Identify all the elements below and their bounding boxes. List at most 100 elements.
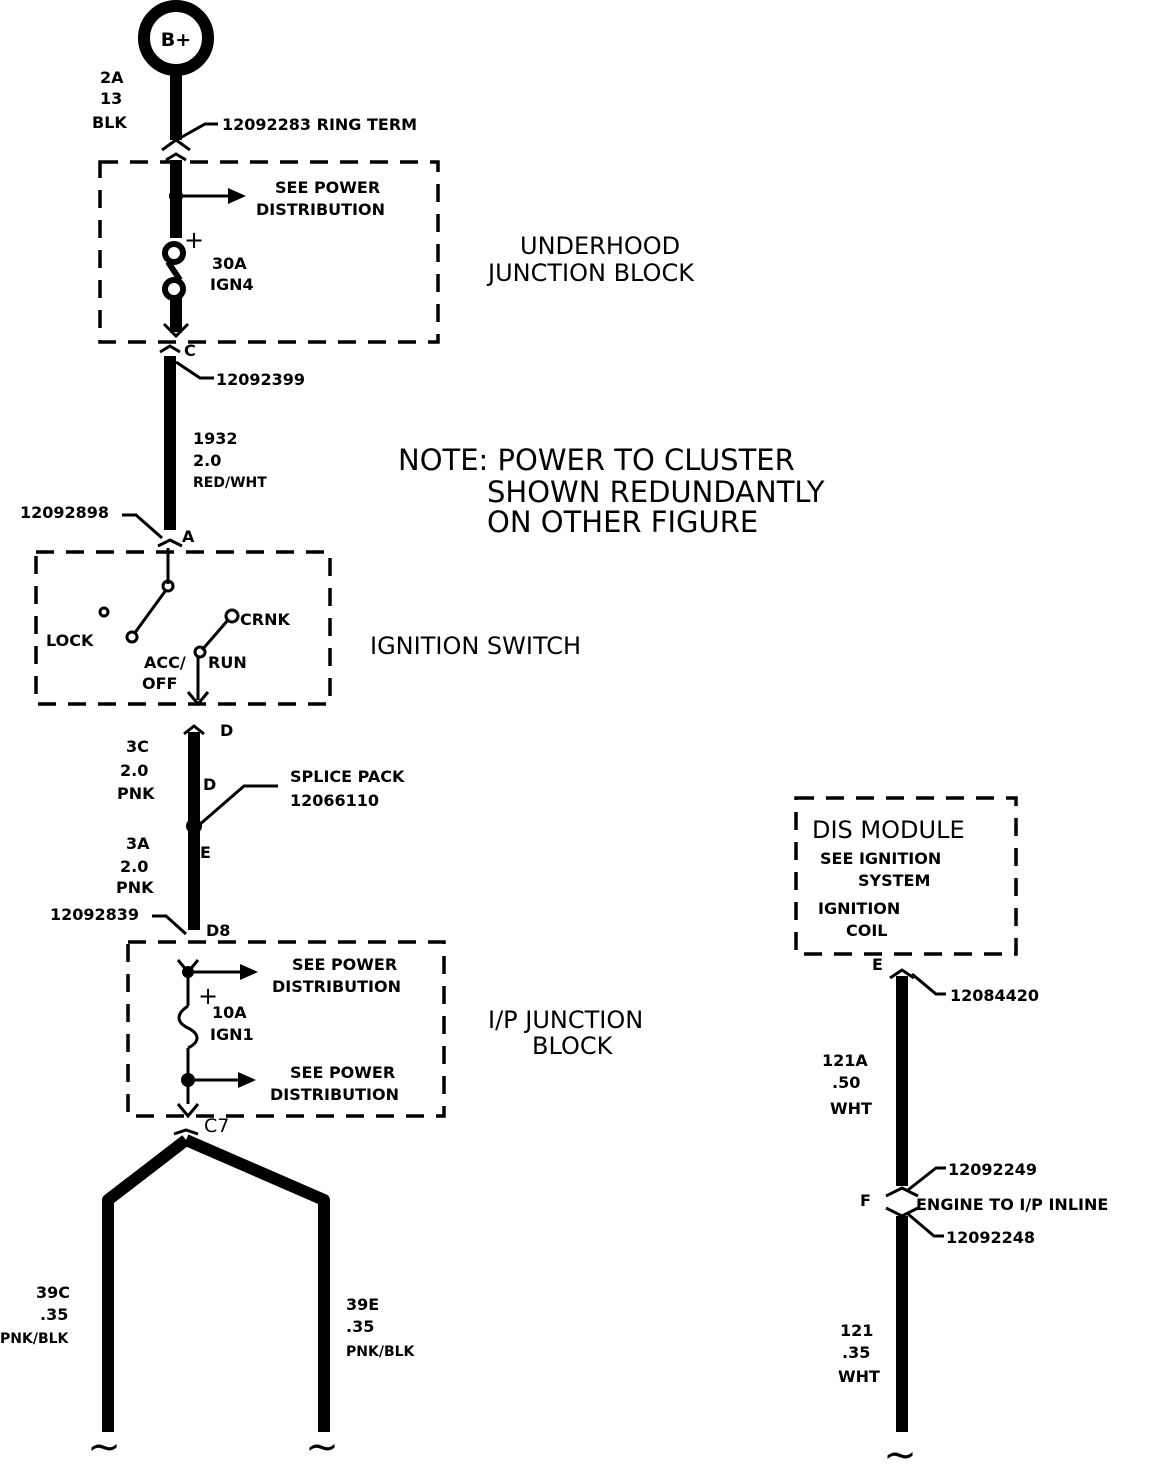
ring-term-leader	[179, 122, 218, 140]
ip-junction-block	[126, 940, 446, 1118]
fuse-30a-icon	[162, 241, 186, 301]
wire-39e-circuit: 39E	[346, 1295, 379, 1314]
wire-39c	[102, 1135, 190, 1432]
ip-arrow-b-head	[238, 1072, 256, 1088]
connector-symbol	[159, 344, 181, 354]
underhood-title-1: UNDERHOOD	[520, 232, 680, 260]
wire-39c-circuit: 39C	[36, 1283, 70, 1302]
wire-121-circuit: 121	[840, 1321, 873, 1340]
ip-arrow-a-head	[240, 964, 258, 980]
switch-run-crank-bar	[200, 619, 230, 651]
pin-ip-c7: C7	[204, 1115, 229, 1137]
wire-39e-gauge: .35	[346, 1317, 374, 1336]
wire-1932-color: RED/WHT	[193, 475, 267, 491]
terminator-39c: ~	[87, 1424, 121, 1470]
wire-39e-color: PNK/BLK	[346, 1344, 416, 1360]
wire-39c-color: PNK/BLK	[0, 1331, 70, 1347]
switch-blade	[132, 589, 168, 635]
connector-symbol	[183, 724, 205, 736]
wire-3c-circuit: 3C	[126, 737, 149, 756]
p12092898-label: 12092898	[20, 503, 109, 522]
ignition-switch-title: IGNITION SWITCH	[370, 632, 581, 660]
ring-term-label: 12092283 RING TERM	[222, 115, 417, 134]
p12084420-label: 12084420	[950, 986, 1039, 1005]
underhood-junction-block	[98, 160, 440, 344]
battery-label: B+	[161, 29, 191, 51]
wire-3a-circuit: 3A	[126, 834, 150, 853]
inline-connector-lower	[885, 1206, 919, 1218]
ip-see-power-b1: SEE POWER	[290, 1063, 395, 1082]
inline-label: ENGINE TO I/P INLINE	[916, 1195, 1108, 1214]
ip-node-a	[182, 966, 194, 978]
ip-fuse-amp: 10A	[212, 1003, 247, 1022]
switch-run-label: RUN	[208, 653, 247, 672]
pin-sp-e: E	[200, 843, 211, 862]
pin-dis-e: E	[872, 955, 883, 974]
p12092898-leader	[122, 513, 163, 540]
wire-121a-gauge: .50	[832, 1073, 860, 1092]
dis-module-block	[794, 796, 1018, 956]
wire-121a-color: WHT	[830, 1099, 872, 1118]
inline-connector-upper	[885, 1186, 919, 1198]
wire-39e	[183, 1134, 330, 1432]
connector-symbol	[161, 138, 191, 152]
wire-121a-circuit: 121A	[822, 1051, 868, 1070]
battery-source: B+	[138, 0, 214, 76]
p12092248-label: 12092248	[946, 1228, 1035, 1247]
wire-1932-circuit: 1932	[193, 429, 238, 448]
wire-3a-color: PNK	[116, 878, 154, 897]
underhood-see-power-2: DISTRIBUTION	[256, 200, 385, 219]
terminator-39e: ~	[305, 1424, 339, 1470]
dis-module-line-2: SYSTEM	[858, 871, 930, 890]
switch-lock-label: LOCK	[46, 631, 94, 650]
dis-module-title: DIS MODULE	[812, 816, 965, 844]
p12092248-leader	[907, 1212, 944, 1238]
ip-node-b	[181, 1073, 195, 1087]
connector-symbol	[173, 1128, 199, 1136]
ip-see-power-a2: DISTRIBUTION	[272, 977, 401, 996]
wire-2a-gauge: 13	[100, 89, 122, 108]
switch-contact-lock	[98, 606, 110, 618]
connector-symbol	[889, 968, 915, 980]
underhood-bottom-arrow	[162, 322, 190, 339]
splice-pack-label-1: SPLICE PACK	[290, 767, 405, 786]
p12092399-leader	[175, 360, 214, 380]
ip-fuse-name: IGN1	[210, 1025, 254, 1044]
wire-3a-gauge: 2.0	[120, 857, 148, 876]
switch-pivot	[161, 579, 175, 593]
dis-module-line-1: SEE IGNITION	[820, 849, 941, 868]
ip-bottom-connector	[176, 1103, 200, 1119]
switch-contact-run	[193, 645, 207, 659]
wire-3c-color: PNK	[117, 784, 155, 803]
wire-121-gauge: .35	[842, 1343, 870, 1362]
connector-symbol	[157, 538, 183, 548]
note-line-2: SHOWN REDUNDANTLY	[487, 475, 825, 509]
p12084420-leader	[911, 972, 946, 996]
wire-39c-gauge: .35	[40, 1305, 68, 1324]
pin-sw-d: D	[220, 721, 233, 740]
pin-inline-f: F	[860, 1191, 871, 1210]
switch-output-arrow	[186, 691, 210, 707]
wire-2a-color: BLK	[92, 113, 127, 132]
terminator-121: ~	[883, 1432, 917, 1478]
wire-3c-gauge: 2.0	[120, 761, 148, 780]
pin-uh-c: C	[184, 341, 196, 360]
dis-module-line-3: IGNITION	[818, 899, 900, 918]
switch-off-label: OFF	[142, 674, 177, 693]
underhood-title-2: JUNCTION BLOCK	[486, 259, 695, 287]
switch-crnk-label: CRNK	[240, 610, 290, 629]
underhood-fuse-name: IGN4	[210, 275, 254, 294]
underhood-fuse-amp: 30A	[212, 254, 247, 273]
p12092249-leader	[907, 1166, 946, 1192]
p12092249-label: 12092249	[948, 1160, 1037, 1179]
p12092839-leader	[152, 914, 188, 936]
fuse-10a-icon	[177, 1004, 199, 1050]
wire-2a-circuit: 2A	[100, 68, 124, 87]
note-line-1: NOTE: POWER TO CLUSTER	[398, 443, 795, 477]
pin-sp-d: D	[203, 775, 216, 794]
p12092839-label: 12092839	[50, 905, 139, 924]
splice-pack-leader	[197, 784, 278, 828]
ip-title-1: I/P JUNCTION	[488, 1006, 643, 1034]
ip-see-power-b2: DISTRIBUTION	[270, 1085, 399, 1104]
